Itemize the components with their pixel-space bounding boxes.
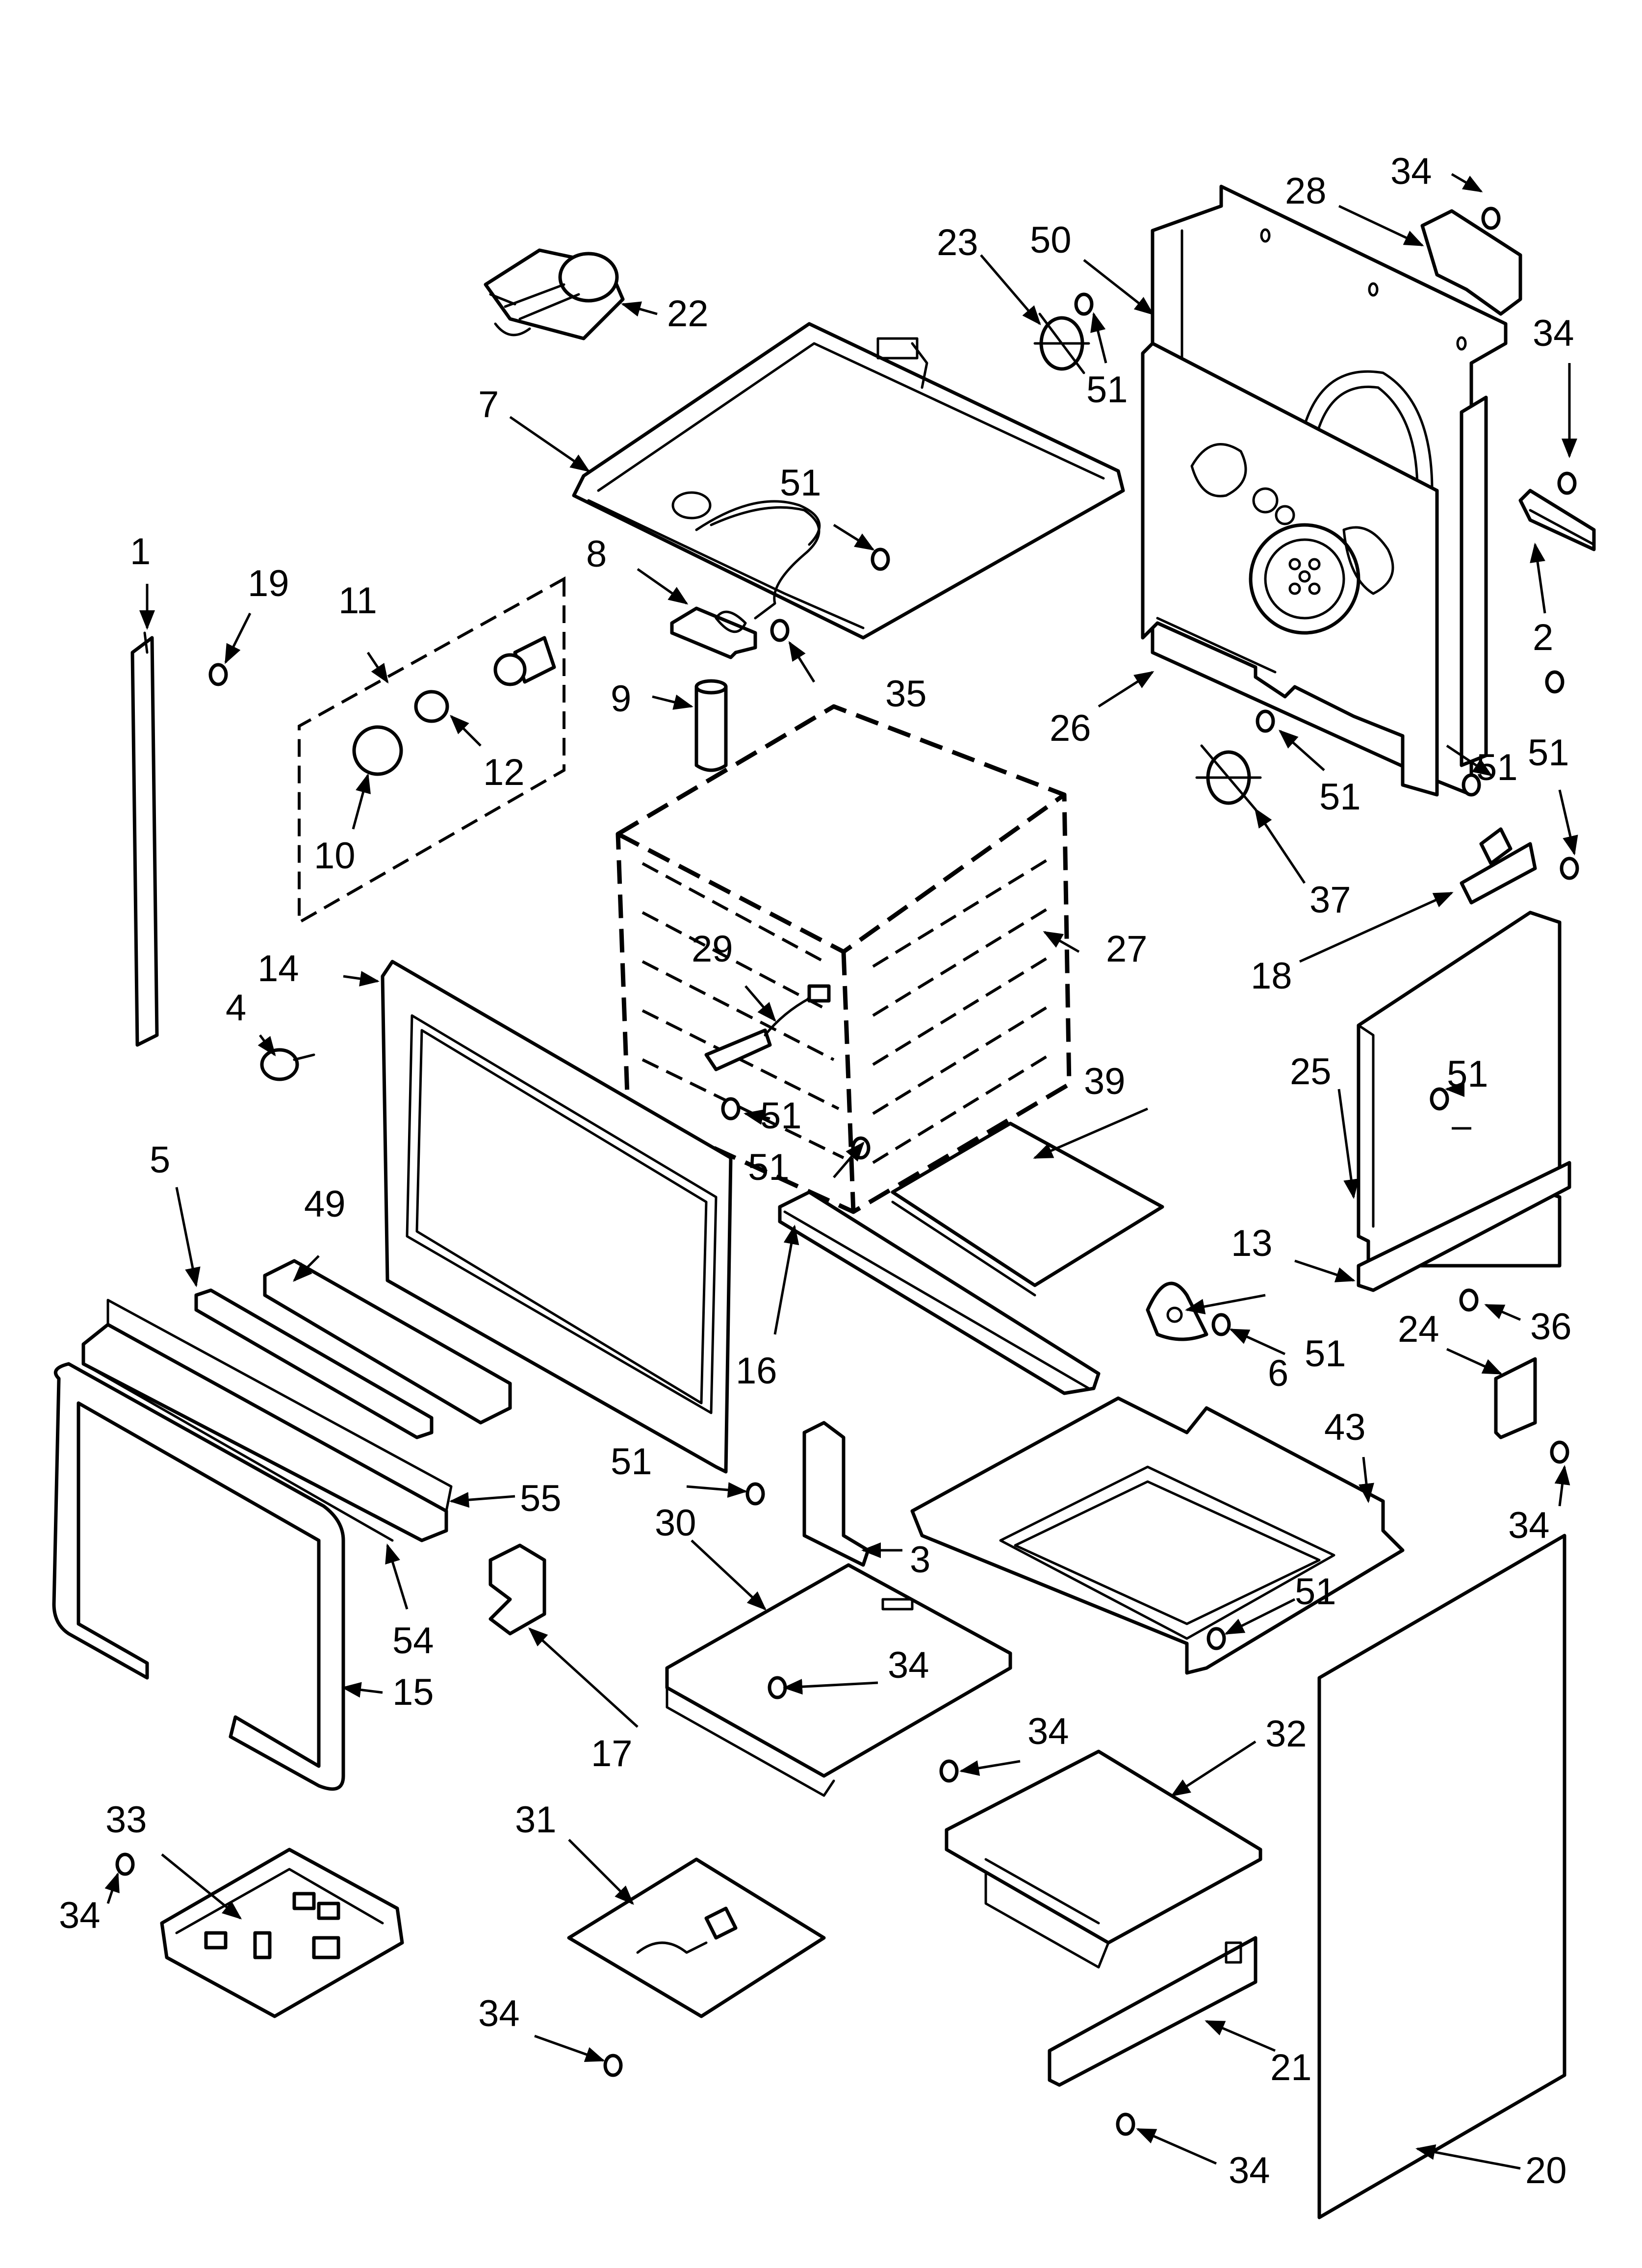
callout-51h: 51 xyxy=(1305,1333,1346,1375)
callout-16: 16 xyxy=(736,1350,777,1392)
callout-30: 30 xyxy=(655,1502,696,1544)
part-1-vertical-strip xyxy=(130,631,159,1047)
part-39-plate xyxy=(891,1121,1164,1297)
callout-3: 3 xyxy=(910,1539,930,1581)
part-3-bracket xyxy=(802,1421,870,1567)
callout-28: 28 xyxy=(1285,170,1327,212)
callout-21: 21 xyxy=(1270,2047,1312,2088)
callout-4: 4 xyxy=(226,987,246,1029)
callout-54: 54 xyxy=(392,1620,434,1662)
part-31-plate xyxy=(567,1857,826,2018)
callout-51c: 51 xyxy=(1319,776,1361,818)
callout-22: 22 xyxy=(667,293,709,335)
callout-6: 6 xyxy=(1268,1353,1288,1394)
screws xyxy=(115,207,1579,2136)
callout-37: 37 xyxy=(1309,879,1351,921)
part-29-sensor xyxy=(704,984,831,1071)
callout-12: 12 xyxy=(483,752,525,793)
part-20-side-panel xyxy=(1317,1534,1566,2219)
part-28-bracket xyxy=(1420,209,1522,316)
callout-11: 11 xyxy=(338,580,377,622)
part-6-plate xyxy=(1146,1281,1208,1341)
part-17-clip xyxy=(488,1543,546,1636)
callout-39: 39 xyxy=(1084,1061,1126,1102)
callout-23: 23 xyxy=(937,222,978,263)
part-16-bar xyxy=(778,1190,1101,1395)
part-9-tube xyxy=(694,679,728,772)
part-21-bracket xyxy=(1048,1936,1257,2087)
callout-31: 31 xyxy=(515,1799,557,1841)
callout-2: 2 xyxy=(1533,617,1553,658)
callout-24: 24 xyxy=(1398,1308,1439,1350)
callout-34h: 34 xyxy=(1229,2150,1270,2191)
callout-34d: 34 xyxy=(888,1644,929,1686)
callout-7: 7 xyxy=(478,384,499,425)
callout-19: 19 xyxy=(248,563,289,604)
callout-17: 17 xyxy=(591,1733,633,1774)
part-49-strip xyxy=(263,1259,512,1425)
callout-8: 8 xyxy=(586,533,607,575)
callout-34f: 34 xyxy=(59,1895,101,1936)
callout-14: 14 xyxy=(257,948,299,990)
callout-51f: 51 xyxy=(748,1147,790,1188)
callout-50: 50 xyxy=(1030,219,1072,261)
rear-side-rail xyxy=(1460,395,1488,767)
part-18-bracket xyxy=(1460,827,1537,905)
callout-51a: 51 xyxy=(1086,369,1128,411)
part-8-bracket xyxy=(670,606,757,659)
leader-lines xyxy=(104,173,1578,2170)
callout-10: 10 xyxy=(314,835,356,877)
callout-29: 29 xyxy=(692,928,733,970)
callout-20: 20 xyxy=(1525,2150,1567,2191)
callout-26: 26 xyxy=(1050,707,1091,749)
callout-34c: 34 xyxy=(1508,1505,1550,1546)
callout-9: 9 xyxy=(611,678,631,720)
part-15-gasket xyxy=(52,1362,345,1791)
callout-35: 35 xyxy=(885,673,927,715)
part-7-top-panel xyxy=(572,322,1125,640)
callout-51j: 51 xyxy=(1295,1571,1336,1613)
callout-33: 33 xyxy=(105,1799,147,1841)
callout-32: 32 xyxy=(1265,1713,1307,1755)
callout-51k: 51 xyxy=(1476,747,1518,788)
part-5-strip xyxy=(194,1288,434,1439)
part-22-control-module xyxy=(484,248,625,340)
callout-25: 25 xyxy=(1290,1051,1332,1093)
callout-51d: 51 xyxy=(1528,732,1569,774)
part-54-channel xyxy=(82,1362,394,1542)
callout-51b: 51 xyxy=(780,462,821,504)
part-2-bracket xyxy=(1518,489,1596,551)
callout-labels: 1 2 3 4 5 6 7 8 9 10 11 12 13 14 15 16 1… xyxy=(59,151,1574,2191)
callout-51e: 51 xyxy=(760,1095,802,1137)
part-11-knob-kit xyxy=(298,576,565,925)
callout-27: 27 xyxy=(1106,928,1148,970)
callout-5: 5 xyxy=(150,1139,170,1181)
part-4-plug xyxy=(260,1048,315,1081)
callout-18: 18 xyxy=(1251,955,1292,997)
callout-13: 13 xyxy=(1231,1223,1273,1264)
callout-49: 49 xyxy=(304,1183,346,1225)
part-30-tray xyxy=(665,1563,1012,1797)
callout-51g: 51 xyxy=(1447,1053,1488,1095)
part-43-base-pan xyxy=(910,1396,1405,1675)
callout-34b: 34 xyxy=(1533,313,1574,354)
callout-34g: 34 xyxy=(478,1993,520,2034)
part-32-tray xyxy=(945,1749,1262,1969)
callout-34e: 34 xyxy=(1027,1711,1069,1752)
part-37-thermostat xyxy=(1195,744,1262,811)
callout-51i: 51 xyxy=(611,1441,652,1483)
part-26-inner-panel xyxy=(1141,341,1439,797)
callout-34a: 34 xyxy=(1390,151,1432,192)
part-13-strip xyxy=(1357,1161,1571,1292)
callout-55: 55 xyxy=(520,1478,562,1519)
callout-36: 36 xyxy=(1530,1306,1572,1348)
part-33-control-board xyxy=(160,1848,404,2018)
part-24-bracket xyxy=(1494,1357,1537,1439)
callout-1: 1 xyxy=(130,531,151,573)
callout-15: 15 xyxy=(392,1671,434,1713)
part-14-front-frame xyxy=(381,960,733,1474)
part-23-thermostat xyxy=(1033,313,1090,374)
callout-43: 43 xyxy=(1324,1407,1366,1448)
